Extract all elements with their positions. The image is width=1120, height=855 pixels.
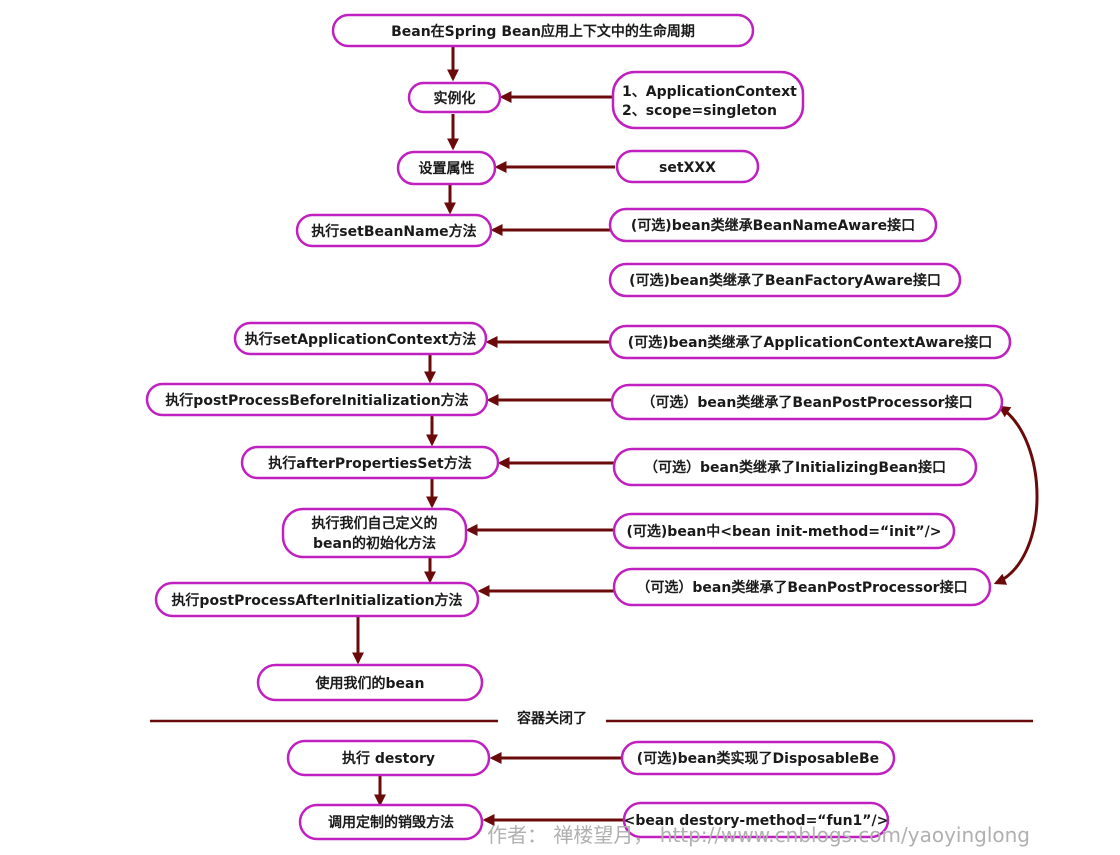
step-custom-destroy: 调用定制的销毁方法 xyxy=(298,803,484,841)
note-bean-factory-aware: (可选)bean类继承了BeanFactoryAware接口 xyxy=(608,262,962,298)
step-destroy-label: 执行 destory xyxy=(342,750,435,767)
flow-arrows xyxy=(352,45,459,807)
note-post-processor-2: （可选）bean类继承了BeanPostProcessor接口 xyxy=(612,567,992,607)
step-post-after: 执行postProcessAfterInitialization方法 xyxy=(154,581,480,618)
step-post-before: 执行postProcessBeforeInitialization方法 xyxy=(145,382,489,417)
step-after-props-label: 执行afterPropertiesSet方法 xyxy=(268,455,471,472)
note-initializing-bean: （可选）bean类继承了InitializingBean接口 xyxy=(612,447,978,487)
step-use-bean-label: 使用我们的bean xyxy=(315,675,425,692)
step-set-bean-name: 执行setBeanName方法 xyxy=(295,213,493,248)
step-custom-destroy-label: 调用定制的销毁方法 xyxy=(328,814,454,831)
post-processor-connector xyxy=(993,405,1039,585)
note-app-context-line-2: 2、scope=singleton xyxy=(622,103,777,119)
step-custom-init-label-2: bean的初始化方法 xyxy=(313,535,436,552)
note-destroy-method: <bean destory-method=“fun1”/> xyxy=(622,801,890,839)
step-set-app-context-label: 执行setApplicationContext方法 xyxy=(245,331,477,348)
note-app-context-line-1: 1、ApplicationContext xyxy=(622,84,797,100)
note-disposable: (可选)bean类实现了DisposableBe xyxy=(620,740,896,776)
step-set-properties-label: 设置属性 xyxy=(419,160,475,177)
step-custom-init-label-1: 执行我们自己定义的 xyxy=(312,515,438,532)
note-post-processor-2-label: （可选）bean类继承了BeanPostProcessor接口 xyxy=(636,579,967,596)
note-destroy-method-label: <bean destory-method=“fun1”/> xyxy=(624,813,889,829)
note-app-context-aware-label: (可选)bean类继承了ApplicationContextAware接口 xyxy=(628,334,992,351)
step-post-after-label: 执行postProcessAfterInitialization方法 xyxy=(171,592,462,609)
note-init-method: (可选)bean中<bean init-method=“init”/> xyxy=(612,512,956,550)
step-set-app-context: 执行setApplicationContext方法 xyxy=(233,321,488,356)
note-bean-name-aware-label: (可选)bean类继承BeanNameAware接口 xyxy=(631,217,915,234)
diagram-title: Bean在Spring Bean应用上下文中的生命周期 xyxy=(391,23,695,40)
step-use-bean: 使用我们的bean xyxy=(256,663,484,702)
step-post-before-label: 执行postProcessBeforeInitialization方法 xyxy=(165,392,468,409)
step-instantiate-label: 实例化 xyxy=(434,90,476,107)
note-app-context-aware: (可选)bean类继承了ApplicationContextAware接口 xyxy=(608,324,1012,360)
step-destroy: 执行 destory xyxy=(286,739,491,777)
step-after-props: 执行afterPropertiesSet方法 xyxy=(240,445,500,480)
note-post-processor-1-label: （可选）bean类继承了BeanPostProcessor接口 xyxy=(641,394,972,411)
note-bean-name-aware: (可选)bean类继承BeanNameAware接口 xyxy=(608,207,938,243)
step-instantiate: 实例化 xyxy=(407,81,502,114)
note-bean-factory-aware-label: (可选)bean类继承了BeanFactoryAware接口 xyxy=(629,272,941,289)
note-setxxx-label: setXXX xyxy=(659,160,716,176)
note-post-processor-1: （可选）bean类继承了BeanPostProcessor接口 xyxy=(610,383,1004,421)
note-init-method-label: (可选)bean中<bean init-method=“init”/> xyxy=(627,523,942,540)
note-setxxx: setXXX xyxy=(615,149,760,184)
divider-label: 容器关闭了 xyxy=(516,710,587,727)
step-custom-init: 执行我们自己定义的 bean的初始化方法 xyxy=(281,507,468,559)
step-set-properties: 设置属性 xyxy=(396,150,497,186)
note-app-context: 1、ApplicationContext 2、scope=singleton xyxy=(611,70,805,130)
note-initializing-bean-label: （可选）bean类继承了InitializingBean接口 xyxy=(644,459,946,476)
title-node: Bean在Spring Bean应用上下文中的生命周期 xyxy=(331,13,755,48)
note-disposable-label: (可选)bean类实现了DisposableBe xyxy=(637,750,879,767)
watermark: 作者： 禅楼望月， http://www.cnblogs.com/yaoying… xyxy=(487,823,1030,847)
side-arrows xyxy=(465,91,624,826)
step-set-bean-name-label: 执行setBeanName方法 xyxy=(311,223,476,240)
